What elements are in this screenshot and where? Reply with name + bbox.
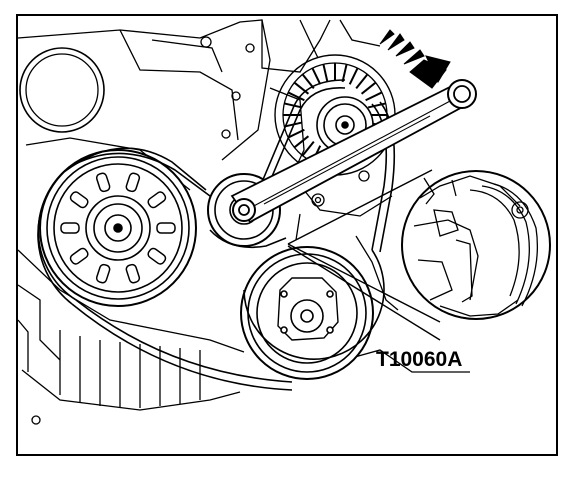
callout-leader-line [287, 245, 441, 341]
crank-pulley-slot [125, 263, 141, 284]
blank-panel [412, 400, 556, 454]
wrench-tool [230, 79, 477, 224]
alternator-fin [287, 91, 305, 102]
crankshaft-pulley [39, 149, 197, 307]
alternator-fin [311, 67, 322, 85]
crank-pulley-slot [156, 222, 176, 234]
crank-pulley-slot [147, 191, 167, 209]
alternator-fin [284, 102, 303, 109]
rotation-arrow-icon [379, 29, 451, 89]
crank-pulley-slot [95, 172, 111, 193]
alternator-fin [293, 135, 310, 149]
alternator-fin [301, 140, 315, 157]
alternator-fin [293, 81, 310, 95]
alternator-fin [322, 64, 329, 83]
ribbed-belt [37, 79, 396, 391]
crank-pulley-slot [95, 263, 111, 284]
alternator-fin [355, 73, 369, 90]
alternator-fin [365, 91, 383, 102]
alternator-fin [341, 64, 348, 83]
crank-pulley-slot [147, 247, 167, 265]
alternator-fin [287, 128, 305, 139]
crank-pulley-slot [60, 222, 80, 234]
crank-pulley-slot [69, 191, 89, 209]
alternator-fin [348, 67, 359, 85]
alternator-fin [367, 102, 386, 109]
alternator-fin [360, 81, 377, 95]
detail-magnifier [287, 169, 551, 323]
callout-label: T10060A [376, 348, 462, 371]
crank-pulley-slot [125, 172, 141, 193]
crank-pulley-slot [69, 247, 89, 265]
